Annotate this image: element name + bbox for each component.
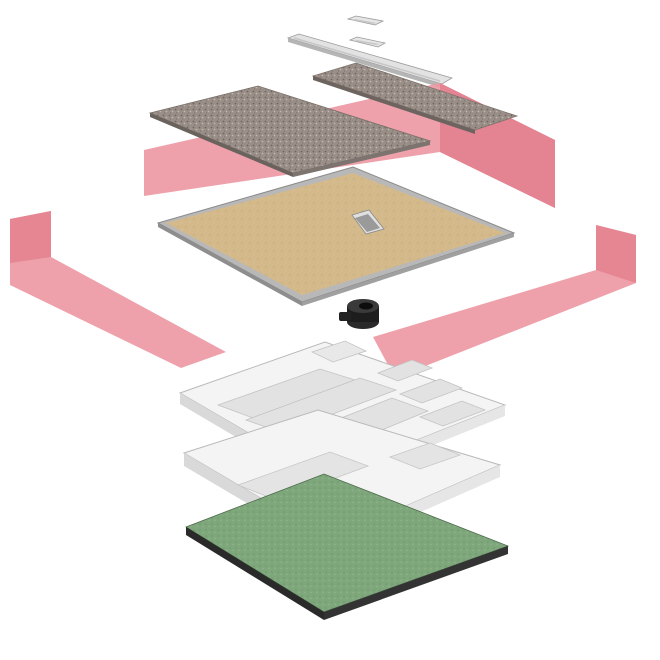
base-mat (185, 473, 510, 620)
tile-surface-front (148, 85, 432, 177)
drain-cover-plate (346, 15, 387, 48)
drain-outlet (339, 299, 379, 329)
tile-surface-back (311, 62, 519, 134)
waterproof-membrane-strip (373, 225, 636, 378)
waterproof-membrane-strip (10, 211, 226, 368)
linear-drain-grate (286, 33, 453, 88)
shower-tray (156, 166, 516, 306)
